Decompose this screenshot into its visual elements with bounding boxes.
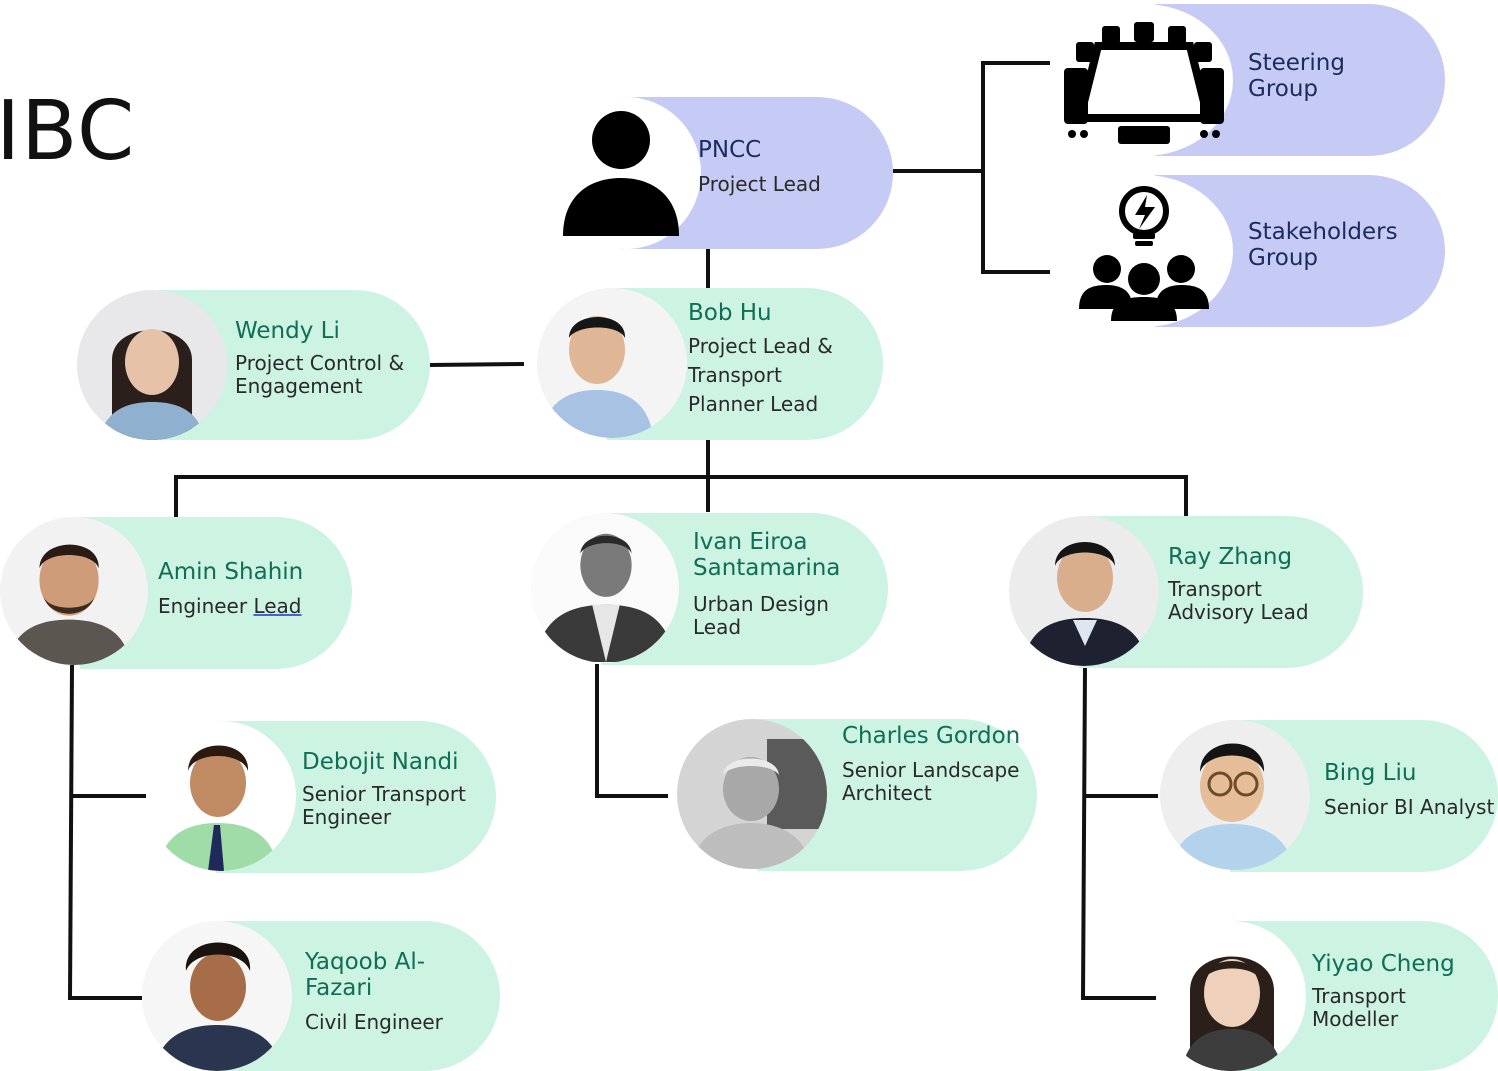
wendy-text: Wendy Li Project Control & Engagement [235, 318, 425, 398]
amin-role-b: Lead [253, 594, 302, 618]
bob-role: Project Lead & Transport Planner Lead [688, 334, 833, 416]
yiyao-role: Transport Modeller [1312, 984, 1406, 1031]
pncc-name: PNCC [698, 137, 762, 163]
ivan-role: Urban Design Lead [693, 592, 829, 639]
node-bing-liu: Bing Liu Senior BI Analyst [1160, 720, 1498, 872]
yaqoob-role: Civil Engineer [305, 1010, 443, 1034]
yiyao-text: Yiyao Cheng Transport Modeller [1312, 951, 1492, 1031]
lightbulb-people-icon [1055, 175, 1233, 327]
amin-avatar [0, 517, 148, 665]
node-yaqoob-al-fazari: Yaqoob Al-Fazari Civil Engineer [142, 921, 500, 1071]
node-pncc: PNCC Project Lead [551, 97, 893, 249]
stakeholders-label-1: Stakeholders [1248, 219, 1398, 245]
stakeholders-label-2: Group [1248, 245, 1319, 271]
debojit-name: Debojit Nandi [302, 749, 459, 775]
node-ray-zhang: Ray Zhang Transport Advisory Lead [1009, 516, 1363, 668]
bob-name: Bob Hu [688, 300, 772, 326]
person-icon [551, 97, 701, 249]
charles-name: Charles Gordon [842, 723, 1021, 749]
amin-role-a: Engineer [158, 594, 254, 618]
steering-label-1: Steering [1248, 50, 1345, 76]
yaqoob-text: Yaqoob Al-Fazari Civil Engineer [305, 949, 485, 1034]
bing-name: Bing Liu [1324, 760, 1417, 786]
node-wendy-li: Wendy Li Project Control & Engagement [77, 290, 430, 440]
steering-label-2: Group [1248, 76, 1319, 102]
charles-role: Senior Landscape Architect [842, 758, 1020, 805]
node-stakeholders-group: Stakeholders Group [1055, 175, 1445, 327]
wendy-role: Project Control & Engagement [235, 351, 405, 398]
ivan-text: Ivan Eiroa Santamarina Urban Design Lead [693, 529, 873, 639]
yaqoob-name: Yaqoob Al-Fazari [305, 949, 426, 1001]
ray-name: Ray Zhang [1168, 544, 1293, 570]
yiyao-avatar [1156, 921, 1306, 1071]
debojit-role: Senior Transport Engineer [302, 782, 466, 829]
ivan-name: Ivan Eiroa Santamarina [693, 529, 841, 581]
amin-name: Amin Shahin [158, 559, 304, 585]
charles-text: Charles Gordon Senior Landscape Architec… [842, 723, 1022, 805]
node-charles-gordon: Charles Gordon Senior Landscape Architec… [677, 719, 1037, 871]
amin-role: Engineer Lead [158, 595, 303, 618]
wendy-avatar [77, 290, 227, 440]
node-yiyao-cheng: Yiyao Cheng Transport Modeller [1156, 921, 1498, 1071]
node-bob-hu: Bob Hu Project Lead & Transport Planner … [537, 288, 883, 440]
pncc-role: Project Lead [698, 172, 821, 196]
ray-avatar [1009, 516, 1159, 666]
bing-text: Bing Liu Senior BI Analyst [1324, 760, 1498, 819]
ray-role: Transport Advisory Lead [1168, 577, 1309, 624]
ivan-avatar [531, 513, 679, 663]
yaqoob-avatar [142, 921, 292, 1071]
node-ivan-eiroa-santamarina: Ivan Eiroa Santamarina Urban Design Lead [531, 513, 888, 665]
wendy-name: Wendy Li [235, 318, 340, 344]
node-amin-shahin: Amin Shahin Engineer Lead [0, 517, 352, 669]
ray-text: Ray Zhang Transport Advisory Lead [1168, 544, 1348, 624]
stakeholders-text: Stakeholders Group [1248, 219, 1398, 271]
bob-avatar [537, 288, 687, 438]
yiyao-name: Yiyao Cheng [1312, 951, 1455, 977]
steering-text: Steering Group [1248, 50, 1345, 102]
bing-role: Senior BI Analyst [1324, 795, 1495, 819]
bob-text: Bob Hu Project Lead & Transport Planner … [688, 300, 863, 419]
amin-text: Amin Shahin Engineer Lead [158, 559, 303, 618]
node-steering-group: Steering Group [1055, 4, 1445, 156]
debojit-text: Debojit Nandi Senior Transport Engineer [302, 749, 487, 829]
node-debojit-nandi: Debojit Nandi Senior Transport Engineer [146, 721, 496, 873]
bing-avatar [1160, 720, 1310, 870]
meeting-table-icon [1055, 4, 1233, 156]
pncc-text: PNCC Project Lead [698, 137, 821, 196]
page-title: IBC [0, 84, 136, 179]
debojit-avatar [146, 721, 296, 871]
charles-avatar [677, 719, 827, 869]
